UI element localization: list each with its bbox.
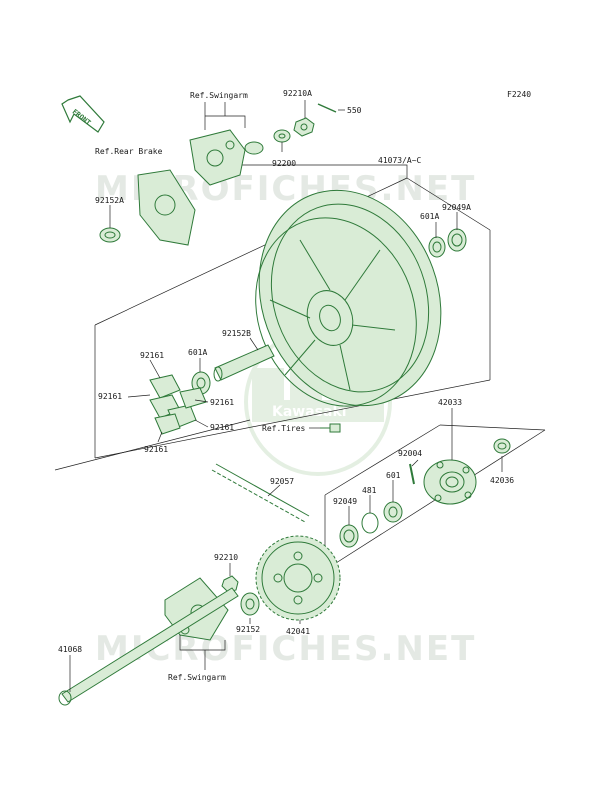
collar-92152 <box>240 592 260 616</box>
collar-92152B <box>213 344 275 382</box>
label-92049: 92049 <box>333 497 357 506</box>
bolt-550 <box>317 103 337 113</box>
damper-rubbers-92161 <box>149 374 207 435</box>
diagram-code: F2240 <box>507 90 531 99</box>
swingarm-bracket-top <box>204 102 246 130</box>
label-481: 481 <box>362 486 377 495</box>
label-41068: 41068 <box>58 645 82 654</box>
label-92161-b: 92161 <box>98 392 122 401</box>
label-42036: 42036 <box>490 476 514 485</box>
label-92049A: 92049A <box>442 203 471 212</box>
collar-92152A <box>99 227 121 243</box>
label-ref-swingarm-top: Ref.Swingarm <box>190 91 248 100</box>
nut-92210A <box>293 117 315 137</box>
rear-brake-plate <box>137 169 196 246</box>
circlip-481 <box>361 512 379 534</box>
seal-92049 <box>339 524 359 548</box>
label-601A-right: 601A <box>420 212 439 221</box>
rear-wheel-41073 <box>255 189 442 407</box>
label-92210: 92210 <box>214 553 238 562</box>
swingarm-bracket-bottom <box>179 635 226 670</box>
label-92200: 92200 <box>272 159 296 168</box>
sprocket-42041 <box>255 535 341 621</box>
pin-92004 <box>409 463 415 485</box>
label-42033: 42033 <box>438 398 462 407</box>
label-92161-a: 92161 <box>140 351 164 360</box>
bearing-601 <box>383 501 403 523</box>
label-92161-c: 92161 <box>210 398 234 407</box>
washer-92200 <box>273 129 291 143</box>
bearing-601A-right <box>428 236 446 258</box>
brake-caliper-bracket <box>189 129 246 186</box>
label-ref-rear-brake: Ref.Rear Brake <box>95 147 163 156</box>
label-ref-tires: Ref.Tires <box>262 424 306 433</box>
label-42041: 42041 <box>286 627 310 636</box>
label-601A-left: 601A <box>188 348 207 357</box>
label-92161-e: 92161 <box>144 445 168 454</box>
label-92152: 92152 <box>236 625 260 634</box>
axle-41068 <box>58 587 239 706</box>
tire-valve <box>320 423 341 433</box>
nut-92210 <box>221 575 239 593</box>
logo-text: Kawasaki <box>272 404 347 420</box>
leader-lines <box>69 100 503 692</box>
label-92161-d: 92161 <box>210 423 234 432</box>
chain-92057 <box>211 463 310 523</box>
label-92057: 92057 <box>270 477 294 486</box>
collar-42036 <box>493 438 511 454</box>
front-arrow-icon: FRONT <box>61 95 105 133</box>
label-92152B: 92152B <box>222 329 251 338</box>
label-92004: 92004 <box>398 449 422 458</box>
label-92210A: 92210A <box>283 89 312 98</box>
label-601: 601 <box>386 471 401 480</box>
label-92152A: 92152A <box>95 196 124 205</box>
label-ref-swingarm-bottom: Ref.Swingarm <box>168 673 226 682</box>
label-41073: 41073/A~C <box>378 156 422 165</box>
label-550: 550 <box>347 106 362 115</box>
seal-92049A <box>447 228 467 252</box>
washer-under-bracket <box>244 141 264 155</box>
sprocket-hub-42033 <box>423 459 477 505</box>
